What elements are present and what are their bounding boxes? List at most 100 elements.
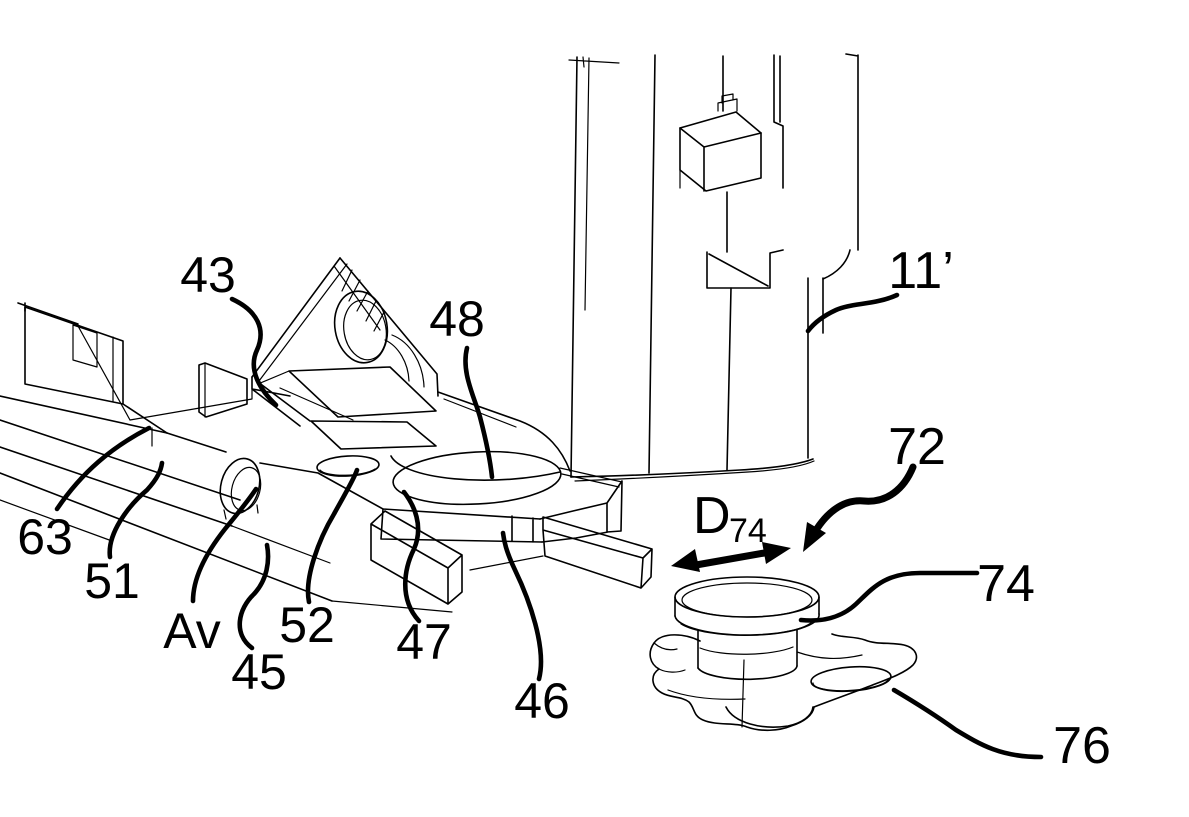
rib-link — [469, 555, 544, 571]
label-72: 72 — [888, 418, 946, 476]
pin-band — [680, 620, 814, 636]
column-bottom-edge — [570, 458, 814, 478]
dimension-arrow-d74 — [671, 542, 791, 572]
leader-48 — [463, 345, 495, 480]
plate-oval-hole — [316, 455, 380, 477]
latch-top-edge — [679, 127, 762, 192]
bore-outer — [219, 457, 261, 515]
pin-neck-bottom — [697, 665, 798, 681]
leader-11-prime — [805, 292, 900, 334]
bore-tube — [223, 504, 259, 520]
base-outline-left — [649, 634, 815, 732]
mounting-plate — [122, 366, 653, 605]
d74-arrowhead-right — [762, 542, 791, 564]
plate-slot-link — [257, 370, 290, 385]
plate-corner — [122, 403, 168, 434]
arrow-72-line — [808, 463, 917, 541]
base-oval-inner — [812, 679, 889, 692]
latch-block — [679, 93, 762, 192]
label-76: 76 — [1053, 717, 1111, 775]
arrow-72-head — [803, 522, 826, 552]
side-fin — [198, 362, 248, 418]
plate-back-right — [559, 467, 623, 488]
rail-top-edge — [17, 302, 79, 325]
plate-slot — [310, 420, 437, 450]
label-63: 63 — [17, 509, 73, 565]
leader-46 — [500, 530, 544, 682]
arrow-72 — [803, 463, 917, 552]
leader-av — [190, 486, 259, 604]
rib-left — [370, 510, 463, 605]
column-mid-edge — [648, 54, 656, 474]
leader-74 — [798, 570, 980, 623]
rail-side-plate — [24, 306, 124, 405]
d74-arrowhead-left — [671, 549, 700, 572]
bracket-hole-inner — [343, 299, 387, 361]
label-51: 51 — [84, 553, 140, 609]
base-outline-right — [813, 633, 918, 708]
rail-line-c — [0, 446, 233, 527]
locator-pin — [674, 576, 820, 681]
rail-end-2 — [331, 600, 453, 613]
bracket-right-inner — [333, 265, 381, 331]
plate-back-2 — [437, 391, 571, 472]
label-74: 74 — [977, 555, 1035, 613]
label-52: 52 — [279, 597, 335, 653]
column-right-curve — [822, 249, 851, 280]
leader-63 — [54, 425, 152, 512]
column-bottom-edge-2 — [574, 460, 815, 482]
bracket-left-edge — [251, 257, 341, 378]
plate-oval-inner — [319, 468, 376, 476]
label-d74-subscript: 74 — [729, 512, 767, 550]
bracket-right-edge — [339, 257, 439, 397]
plate-back-1 — [129, 388, 253, 421]
rail-side-diagonal — [77, 325, 131, 421]
fin-outline — [198, 362, 248, 418]
base-oval-hole — [810, 665, 892, 693]
bracket-hole — [333, 290, 389, 364]
bracket-counterbore-arc-1 — [384, 339, 410, 382]
bracket-hatching — [341, 269, 385, 332]
leader-47 — [401, 489, 422, 624]
left-rail — [0, 302, 453, 613]
bracket-base-edge — [279, 387, 354, 421]
latch-body — [679, 111, 762, 192]
rail-line-b — [0, 419, 241, 501]
label-47: 47 — [396, 614, 452, 670]
support-column — [568, 53, 859, 482]
pin-neck — [697, 629, 798, 669]
base-facets — [667, 646, 863, 728]
rail-line-e — [0, 499, 113, 542]
pin-cap-chamfer — [681, 582, 813, 618]
label-45: 45 — [231, 644, 287, 700]
bracket-counterbore-arc-2 — [391, 334, 425, 388]
column-notch — [706, 249, 784, 289]
plate-big-hole — [392, 450, 562, 506]
plate-big-hole-counterbore — [390, 455, 561, 481]
reference-labels: 43 48 11’ 72 74 76 63 51 Av 45 52 47 46 … — [17, 242, 1111, 775]
column-left-inner — [584, 57, 590, 311]
base-plate — [649, 633, 918, 732]
column-right-edge — [845, 53, 859, 251]
rib-right — [542, 516, 653, 589]
label-46: 46 — [514, 673, 570, 729]
label-43: 43 — [180, 247, 236, 303]
label-d74-main: D — [693, 487, 731, 545]
triangular-bracket — [251, 257, 439, 427]
rail-side-notch — [72, 324, 98, 368]
column-top-cap — [568, 56, 620, 68]
base-bottom-tab — [725, 706, 814, 728]
leader-52 — [305, 467, 360, 605]
rail-line-d — [0, 472, 333, 602]
label-av: Av — [163, 603, 220, 659]
plate-apron — [380, 508, 543, 543]
label-11-prime: 11’ — [888, 242, 954, 300]
column-edge-5 — [773, 54, 784, 189]
plate-apron-right — [539, 480, 623, 543]
leader-lines — [54, 292, 1044, 760]
leader-43 — [229, 296, 279, 408]
plate-front-edge — [166, 432, 384, 510]
d74-arrow-shaft — [692, 548, 774, 569]
plate-slot-wall — [288, 366, 437, 418]
